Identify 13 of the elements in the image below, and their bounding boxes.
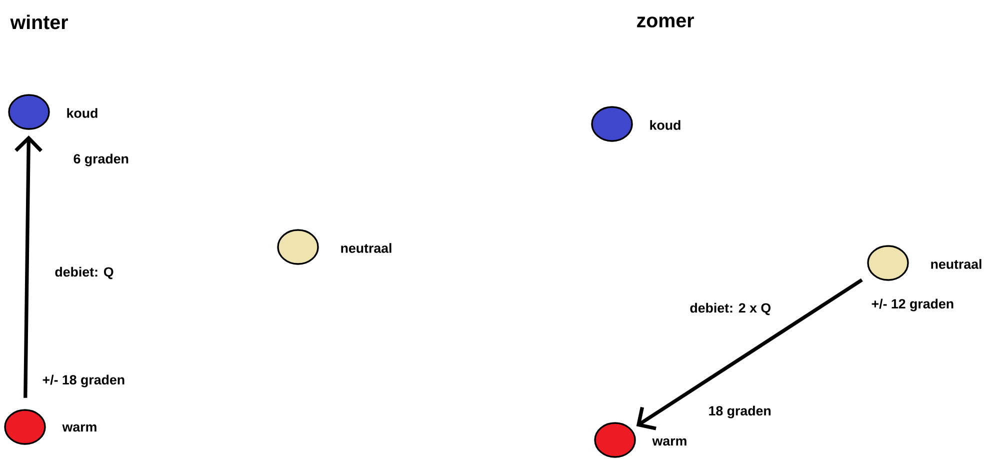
circle-label: neutraal [931,259,982,269]
circle-label: warm [652,438,686,446]
arrow [14,135,42,398]
arrow [636,278,863,430]
edge-label: debiet: Q [55,266,114,280]
circle-label: koud [67,108,98,118]
circle-label: koud [650,120,680,130]
circle-label: warm [62,424,96,432]
temperature-label: 6 graden [74,154,128,166]
circle-label: neutraal [341,243,392,253]
heading: zomer [637,16,694,28]
temperature-label: 18 graden [709,406,771,418]
edge-label: debiet: 2 x Q [690,302,771,316]
